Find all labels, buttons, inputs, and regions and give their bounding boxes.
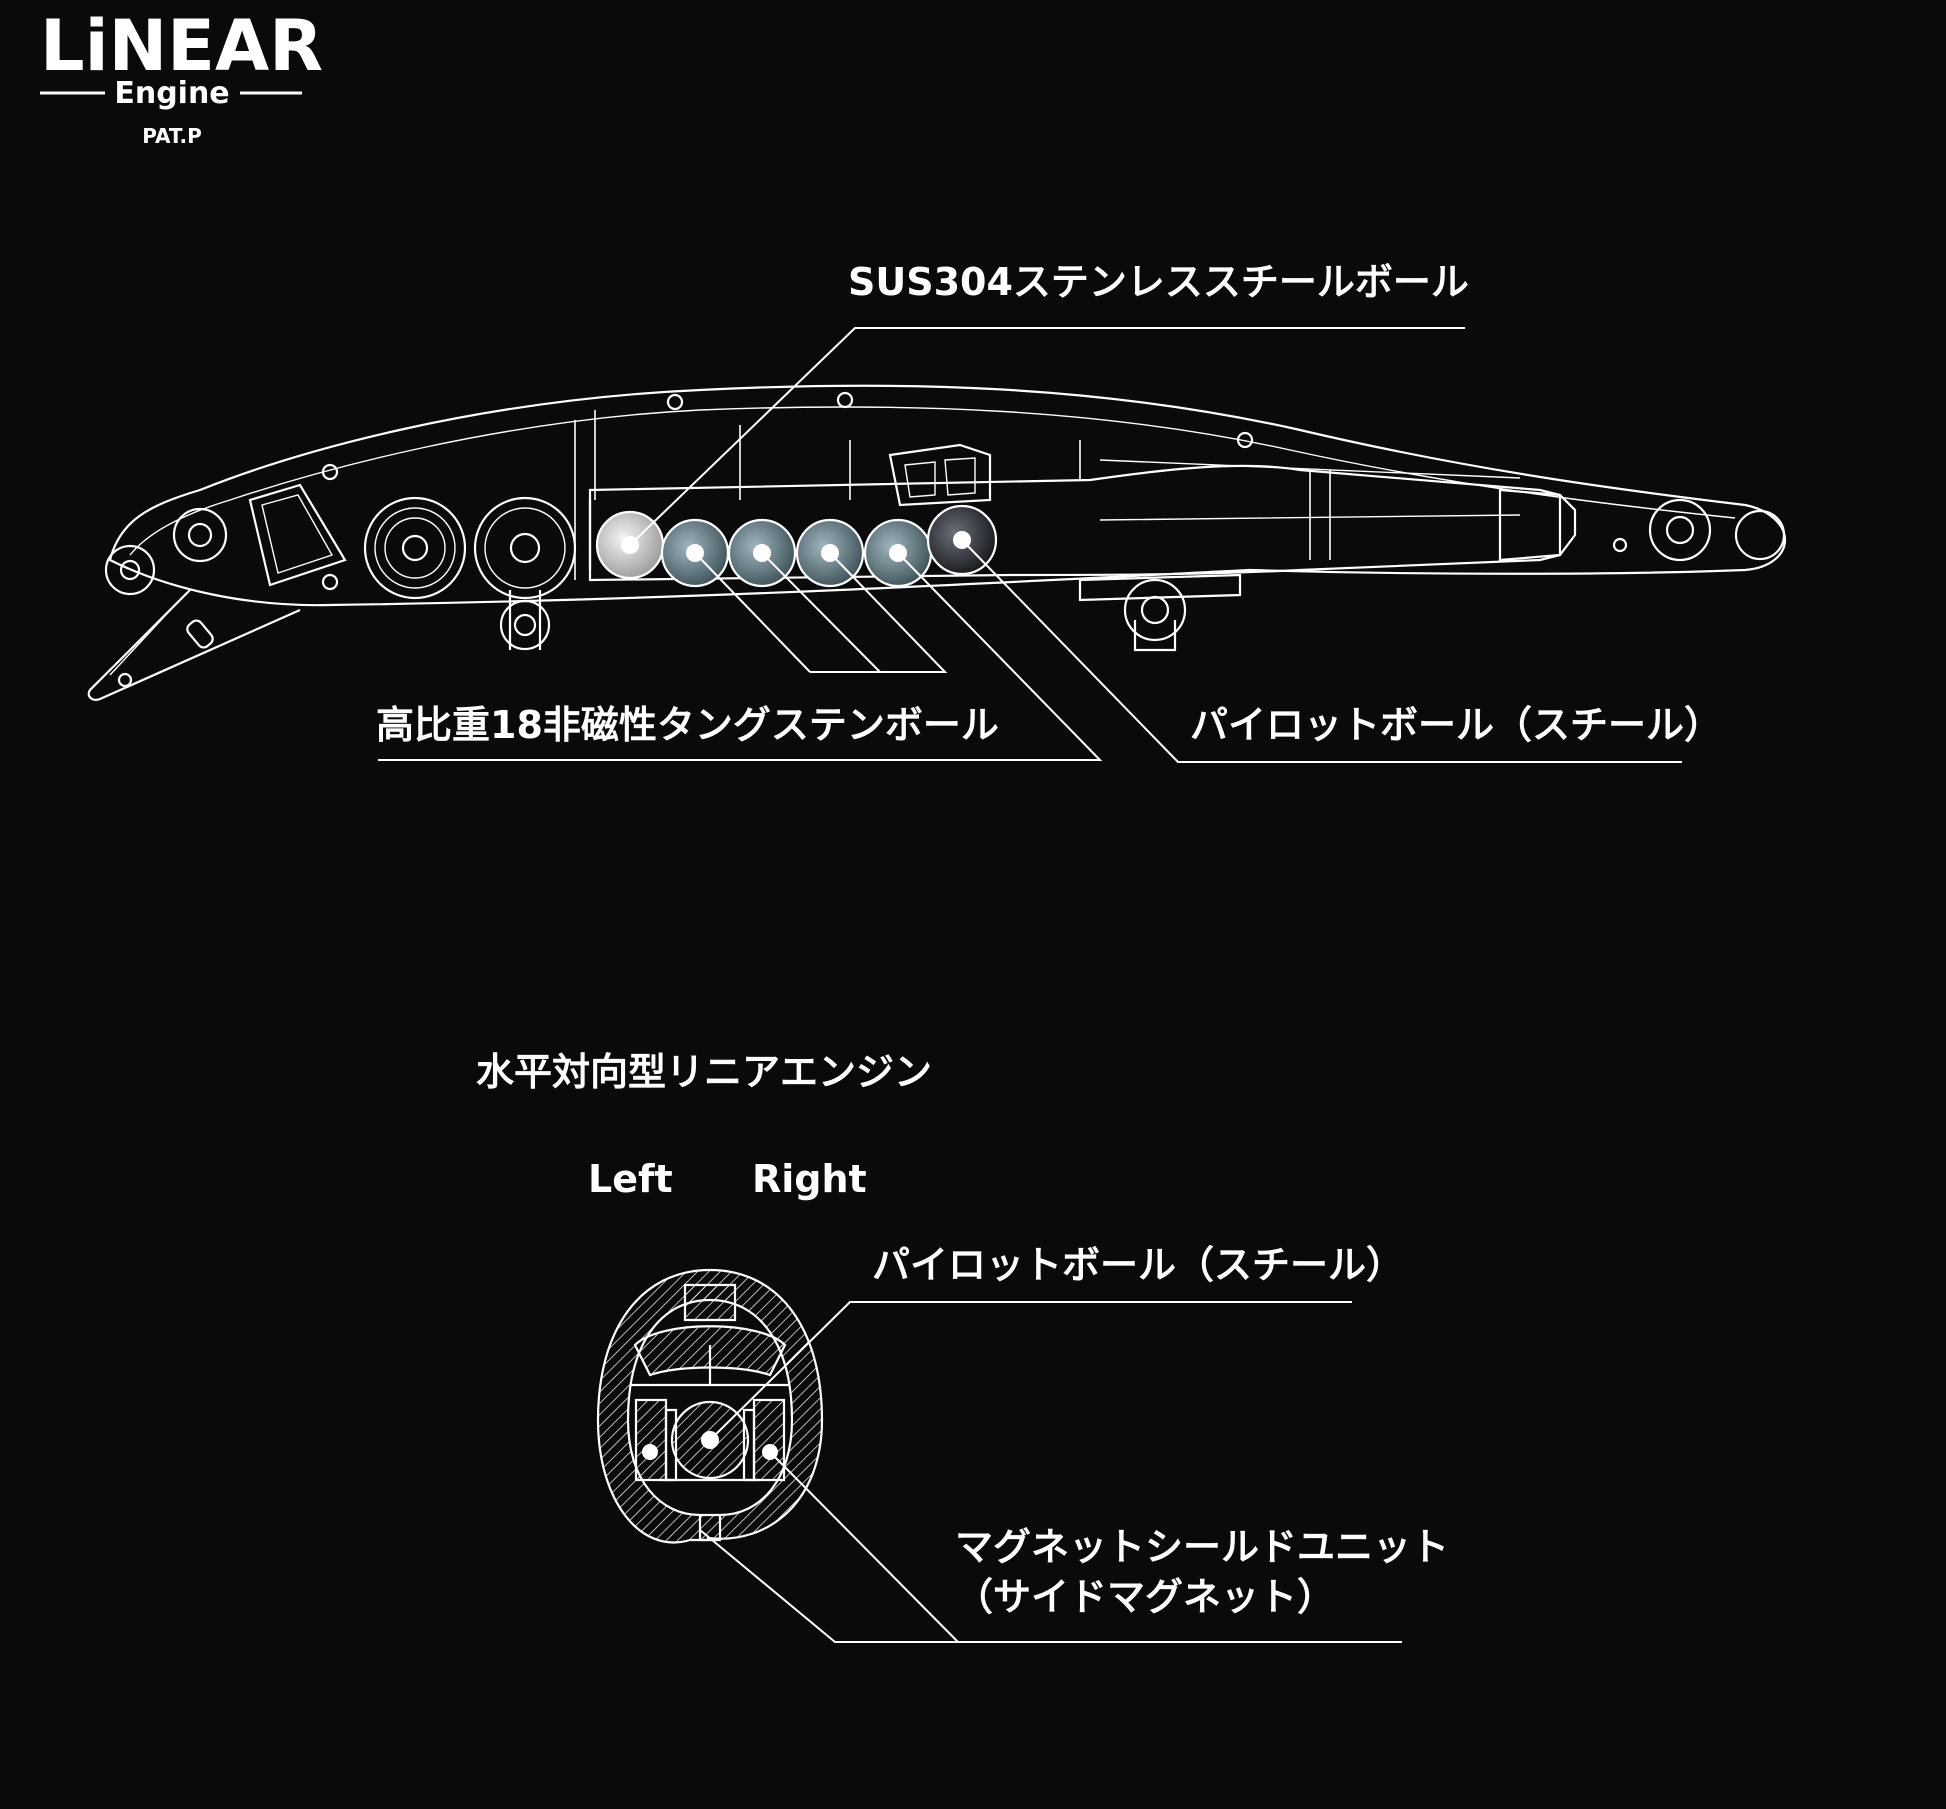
- cs-magnet-dot: [642, 1444, 658, 1460]
- line-tie-inner: [119, 559, 141, 581]
- cage-window: [904, 457, 976, 498]
- label-steel-ball: SUS304ステンレススチールボール: [848, 260, 1469, 304]
- bulkhead: [574, 410, 596, 580]
- leader-steel-ball: [629, 327, 1465, 546]
- leader-cs-pilot-ball: [709, 1301, 1352, 1441]
- label-magnet-unit-line1: マグネットシールドユニット: [955, 1525, 1449, 1569]
- leader-magnet-left: [699, 1529, 958, 1643]
- linear-engine-logo: LiNEAR Engine PAT.P: [40, 5, 323, 148]
- rear-hook-stem: [1133, 620, 1177, 652]
- rattle-disc-ring: [384, 517, 446, 579]
- logo-wordmark: LiNEAR: [40, 5, 323, 87]
- rattle-disc-hub: [401, 534, 429, 562]
- rib: [1309, 470, 1331, 560]
- lip-hole: [117, 672, 133, 688]
- tail-chamber: [1498, 488, 1577, 562]
- rear-hook-eye-outer: [1123, 578, 1187, 642]
- leader-tungsten-1: [694, 552, 811, 673]
- logo-subtitle: Engine: [114, 76, 229, 111]
- rattle-disc-ring: [374, 507, 456, 589]
- dorsal-rib: [683, 1283, 737, 1322]
- rattle-disc-outer: [363, 496, 467, 600]
- magnet-right: [752, 1398, 786, 1482]
- leader-tungsten-4: [378, 552, 1103, 761]
- rear-hanger-plate: [1078, 573, 1242, 602]
- lure-side-view: [87, 384, 1787, 701]
- rivet: [1236, 431, 1254, 449]
- tail-eye-inner: [1665, 515, 1695, 545]
- front-hanger-stem: [508, 590, 542, 650]
- label-pilot-ball: パイロットボール（スチール）: [1190, 703, 1722, 747]
- label-right: Right: [752, 1157, 867, 1201]
- lure-lip-inner: [109, 604, 176, 676]
- side-view-callouts: SUS304ステンレススチールボール 高比重18非磁性タングステンボール パイロ…: [376, 260, 1722, 763]
- rattle-disc-ring: [484, 507, 566, 589]
- front-chamber-inner: [261, 494, 334, 574]
- leader-pilot-ball: [961, 539, 1682, 763]
- line-tie-outer: [104, 544, 156, 596]
- rivet: [666, 393, 684, 411]
- nose-eye-outer: [172, 507, 228, 563]
- rivet: [1612, 537, 1628, 553]
- front-chamber: [248, 483, 347, 587]
- cross-section-body: [596, 1268, 824, 1544]
- lure-lip: [87, 589, 301, 701]
- magnet-left: [634, 1398, 668, 1482]
- rivet: [836, 391, 854, 409]
- leader-tungsten-2: [761, 552, 881, 673]
- label-tungsten-ball: 高比重18非磁性タングステンボール: [376, 703, 999, 747]
- ball-channel: [588, 464, 1562, 582]
- leader-tungsten-3: [810, 552, 948, 673]
- rib: [739, 425, 1081, 500]
- tail-eye-outer: [1648, 498, 1712, 562]
- rivet: [321, 573, 339, 591]
- cross-section: 水平対向型リニアエンジン Left Right パイロットボ: [476, 1050, 1449, 1643]
- logo-patent: PAT.P: [142, 124, 202, 148]
- label-cs-pilot-ball: パイロットボール（スチール）: [872, 1243, 1404, 1287]
- lip-slot: [186, 619, 214, 649]
- nose-eye-inner: [187, 522, 213, 548]
- label-left: Left: [588, 1157, 673, 1201]
- rail: [1099, 459, 1521, 521]
- rattle-disc-outer: [473, 496, 577, 600]
- rear-hook-eye-inner: [1140, 595, 1170, 625]
- front-hook-eye-outer: [499, 599, 551, 651]
- rattle-disc-hub: [509, 532, 541, 564]
- cage-box: [888, 443, 992, 507]
- cross-section-heading: 水平対向型リニアエンジン: [476, 1050, 932, 1094]
- label-magnet-unit-line2: （サイドマグネット）: [955, 1575, 1335, 1619]
- front-hook-eye-inner: [513, 613, 537, 637]
- rivet: [321, 463, 339, 481]
- keel: [698, 1515, 722, 1542]
- tail-eye-ring: [1734, 509, 1786, 561]
